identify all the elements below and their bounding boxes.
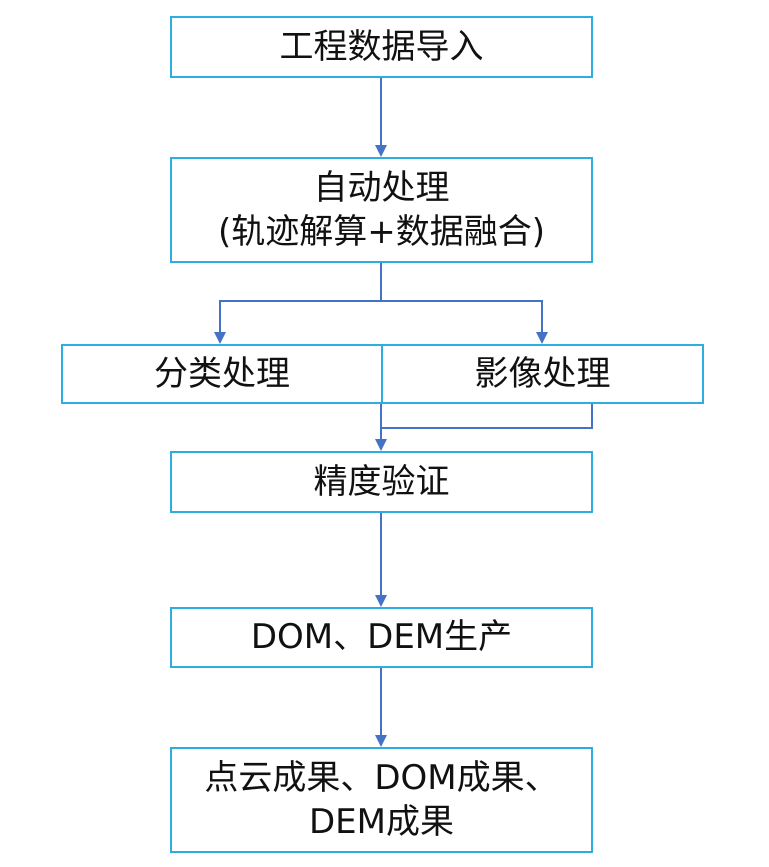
step-results-label: 点云成果、DOM成果、 bbox=[204, 757, 559, 798]
step-image-processing-label: 影像处理 bbox=[474, 353, 611, 394]
step-classification: 分类处理 bbox=[61, 344, 383, 404]
step-dom-dem-production: DOM、DEM生产 bbox=[170, 607, 593, 668]
step-results-sublabel: DEM成果 bbox=[309, 802, 454, 842]
step-classification-label: 分类处理 bbox=[154, 353, 290, 394]
arrowhead-to-image bbox=[536, 332, 548, 344]
connector-split bbox=[219, 300, 543, 333]
arrowhead-production-to-results bbox=[375, 735, 387, 747]
step-accuracy-validation: 精度验证 bbox=[170, 451, 593, 513]
step-image-processing: 影像处理 bbox=[381, 344, 704, 404]
step-auto-processing-label: 自动处理 bbox=[313, 167, 450, 208]
arrowhead-to-accuracy bbox=[375, 439, 387, 451]
step-dom-dem-production-label: DOM、DEM生产 bbox=[250, 617, 513, 658]
connector-merge-right bbox=[381, 404, 593, 429]
arrowhead-accuracy-to-production bbox=[375, 595, 387, 607]
step-results: 点云成果、DOM成果、 DEM成果 bbox=[170, 747, 593, 853]
step-data-import: 工程数据导入 bbox=[170, 16, 593, 78]
step-auto-processing: 自动处理 (轨迹解算+数据融合) bbox=[170, 157, 593, 263]
arrowhead-import-to-auto bbox=[375, 145, 387, 157]
arrowhead-to-classify bbox=[214, 332, 226, 344]
step-auto-processing-sublabel: (轨迹解算+数据融合) bbox=[217, 212, 546, 252]
step-accuracy-validation-label: 精度验证 bbox=[313, 461, 450, 502]
step-data-import-label: 工程数据导入 bbox=[279, 26, 484, 67]
